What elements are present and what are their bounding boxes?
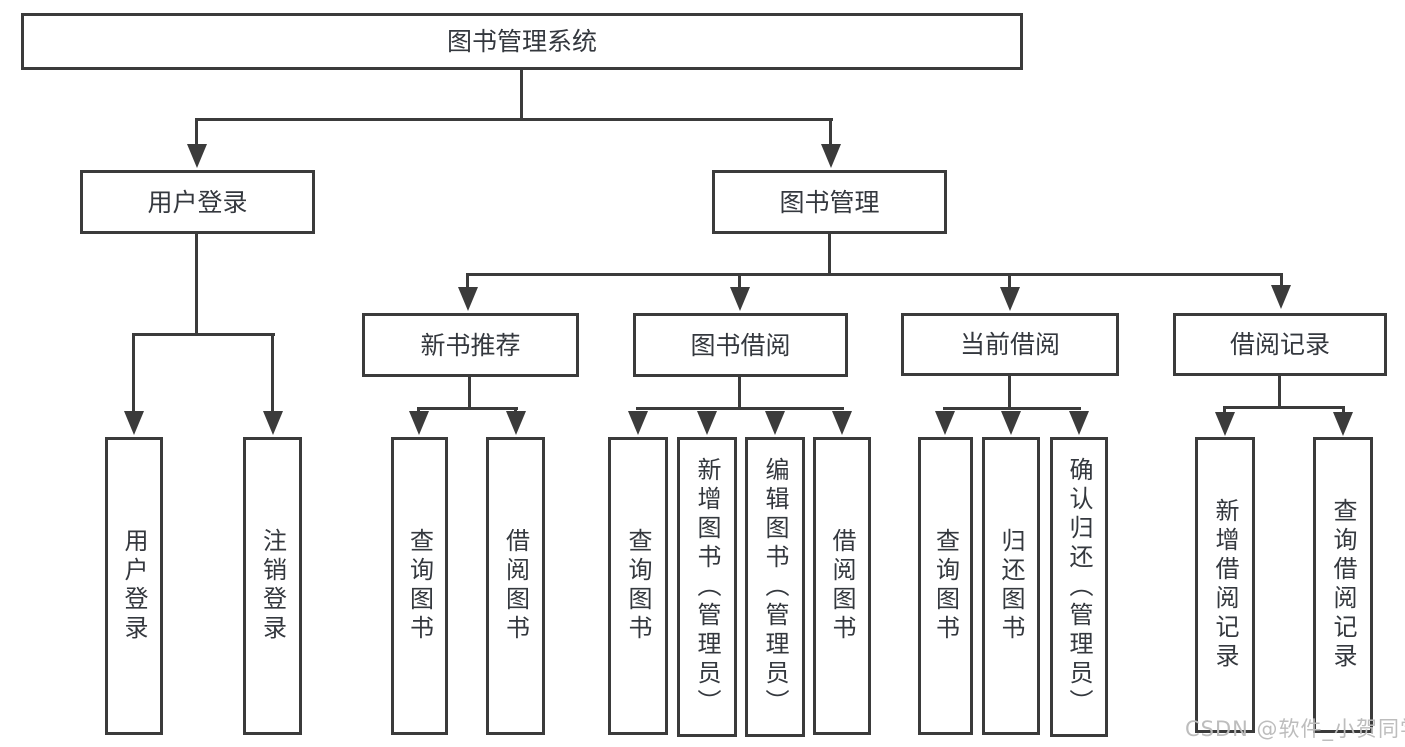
watermark: CSDN @软件_小贺同学 [1185, 717, 1405, 741]
leaf-user-login: 用户登录 [105, 437, 163, 735]
connector-vline [1008, 273, 1011, 293]
node-borrowing-records: 借阅记录 [1173, 313, 1387, 376]
leaf-confirm-return-admin: 确认归还（管理员） [1050, 437, 1108, 737]
arrow-down-icon [1001, 411, 1021, 435]
arrow-down-icon [730, 287, 750, 311]
connector-hline [417, 407, 518, 410]
connector-vline [1342, 406, 1345, 416]
leaf-return-book: 归还图书 [982, 437, 1040, 735]
connector-vline [738, 376, 741, 407]
leaf-query-books: 查询图书 [608, 437, 668, 735]
connector-vline [520, 69, 523, 118]
node-book-management: 图书管理 [712, 170, 947, 234]
arrow-down-icon [697, 411, 717, 435]
connector-vline [1223, 406, 1226, 416]
connector-vline [1280, 273, 1283, 291]
arrow-down-icon [1271, 285, 1291, 309]
connector-vline [829, 118, 832, 148]
node-book-borrowing: 图书借阅 [633, 313, 848, 377]
connector-hline [466, 273, 1283, 276]
connector-vline [132, 333, 135, 415]
connector-vline [1008, 376, 1011, 407]
leaf-query-books: 查询图书 [918, 437, 973, 735]
connector-hline [636, 407, 844, 410]
leaf-query-borrow-record: 查询借阅记录 [1313, 437, 1373, 733]
arrow-down-icon [821, 144, 841, 168]
arrow-down-icon [832, 411, 852, 435]
connector-vline [1278, 376, 1281, 406]
arrow-down-icon [263, 411, 283, 435]
arrow-down-icon [935, 411, 955, 435]
node-user-login: 用户登录 [80, 170, 315, 234]
connector-hline [132, 333, 275, 336]
arrow-down-icon [1000, 287, 1020, 311]
connector-vline [195, 233, 198, 333]
arrow-down-icon [628, 411, 648, 435]
arrow-down-icon [1333, 412, 1353, 436]
connector-vline [738, 273, 741, 293]
arrow-down-icon [124, 411, 144, 435]
connector-hline [1223, 406, 1345, 409]
leaf-borrow-books: 借阅图书 [813, 437, 871, 735]
node-new-book-recommend: 新书推荐 [362, 313, 579, 377]
connector-vline [195, 118, 198, 148]
node-library-system: 图书管理系统 [21, 13, 1023, 70]
leaf-logout: 注销登录 [243, 437, 302, 735]
leaf-add-book-admin: 新增图书（管理员） [677, 437, 737, 737]
leaf-query-books: 查询图书 [391, 437, 448, 735]
arrow-down-icon [1069, 411, 1089, 435]
leaf-borrow-books: 借阅图书 [486, 437, 545, 735]
connector-vline [271, 333, 274, 415]
arrow-down-icon [506, 411, 526, 435]
connector-vline [468, 376, 471, 407]
leaf-edit-book-admin: 编辑图书（管理员） [745, 437, 805, 737]
arrow-down-icon [187, 144, 207, 168]
connector-vline [466, 273, 469, 293]
arrow-down-icon [458, 287, 478, 311]
leaf-add-borrow-record: 新增借阅记录 [1195, 437, 1255, 733]
arrow-down-icon [409, 411, 429, 435]
connector-hline [195, 118, 833, 121]
arrow-down-icon [765, 411, 785, 435]
arrow-down-icon [1215, 412, 1235, 436]
connector-hline [943, 407, 1081, 410]
node-current-borrowing: 当前借阅 [901, 313, 1119, 376]
connector-vline [828, 233, 831, 273]
